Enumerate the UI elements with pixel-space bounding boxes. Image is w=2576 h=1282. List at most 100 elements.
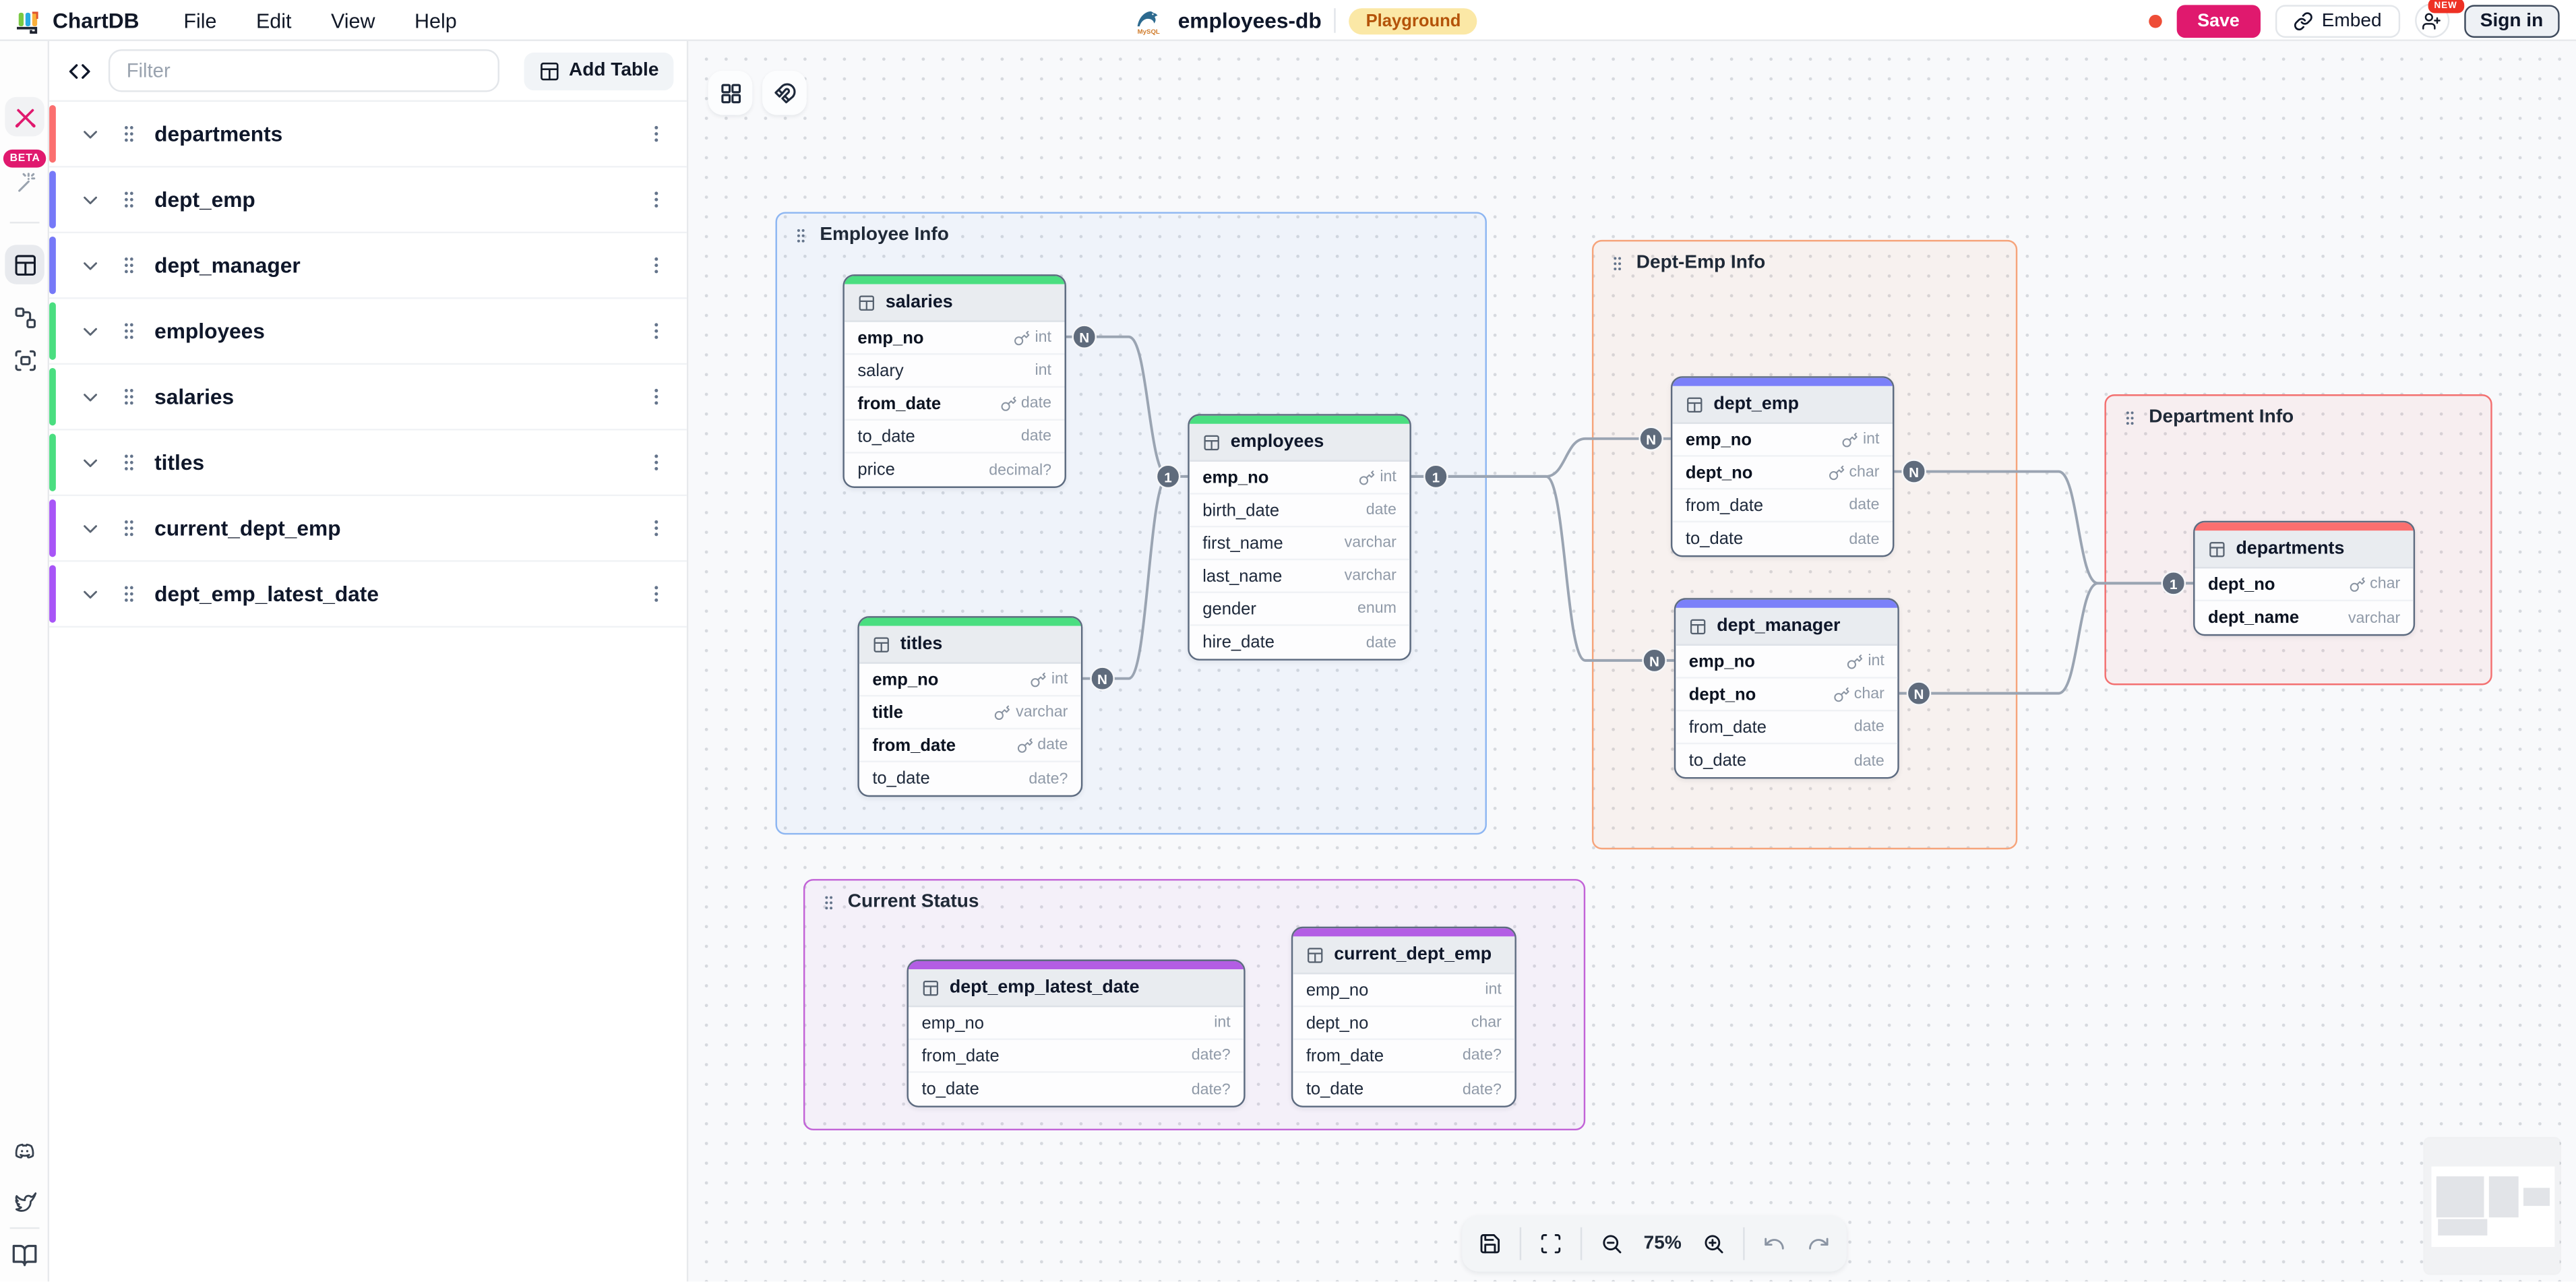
magic-wand-icon[interactable] <box>11 168 38 194</box>
table-node-header[interactable]: departments <box>2195 530 2414 569</box>
signin-button[interactable]: Sign in <box>2463 4 2560 37</box>
field-name: title <box>872 702 903 723</box>
menu-file[interactable]: File <box>183 9 217 32</box>
field-type: date <box>1020 427 1051 446</box>
invite-user-button[interactable]: NEW <box>2414 0 2464 38</box>
field-name: emp_no <box>1202 467 1269 487</box>
chevron-down-icon[interactable] <box>79 582 102 605</box>
docs-book-icon[interactable] <box>11 1242 38 1269</box>
kebab-menu-icon[interactable] <box>646 189 667 210</box>
kebab-menu-icon[interactable] <box>646 386 667 408</box>
kebab-menu-icon[interactable] <box>646 518 667 539</box>
kebab-menu-icon[interactable] <box>646 255 667 276</box>
minimap[interactable] <box>2424 1138 2560 1274</box>
field-type: date <box>1849 530 1880 548</box>
zoom-level-label: 75% <box>1643 1233 1682 1254</box>
fit-view-button[interactable] <box>1531 1224 1571 1264</box>
table-color-strip <box>859 617 1081 626</box>
table-list-item-salaries[interactable]: salaries <box>49 365 687 431</box>
field-type: int <box>1380 468 1397 487</box>
field-name: from_date <box>857 393 942 414</box>
field-type: date? <box>1462 1046 1502 1065</box>
table-list-item-dept_manager[interactable]: dept_manager <box>49 233 687 299</box>
table-list-item-titles[interactable]: titles <box>49 430 687 497</box>
diagram-name[interactable]: employees-db <box>1177 8 1322 33</box>
drag-handle-icon[interactable] <box>119 583 140 605</box>
chevron-down-icon[interactable] <box>79 517 102 540</box>
table-color-strip <box>1676 599 1898 608</box>
zoom-in-button[interactable] <box>1694 1224 1734 1264</box>
drag-handle-icon[interactable] <box>1608 254 1626 272</box>
drag-handle-icon[interactable] <box>119 320 140 342</box>
field-name: to_date <box>1685 528 1744 549</box>
kebab-menu-icon[interactable] <box>646 583 667 605</box>
field-type: date? <box>1191 1080 1231 1099</box>
areas-panel-icon[interactable] <box>11 346 38 373</box>
add-table-button[interactable]: Add Table <box>524 51 674 90</box>
kebab-menu-icon[interactable] <box>646 123 667 145</box>
chevron-down-icon[interactable] <box>79 451 102 474</box>
filter-input[interactable] <box>108 49 499 92</box>
drag-handle-icon[interactable] <box>119 518 140 539</box>
table-list-item-dept_emp_latest_date[interactable]: dept_emp_latest_date <box>49 561 687 628</box>
undo-button[interactable] <box>1754 1224 1794 1264</box>
snap-magnet-button[interactable] <box>762 70 807 115</box>
menu-view[interactable]: View <box>331 9 375 32</box>
save-button[interactable]: Save <box>2176 4 2261 37</box>
table-node-header[interactable]: dept_emp <box>1672 386 1893 424</box>
table-node-header[interactable]: current_dept_emp <box>1293 936 1515 975</box>
kebab-menu-icon[interactable] <box>646 452 667 473</box>
twitter-icon[interactable] <box>11 1188 38 1214</box>
kebab-menu-icon[interactable] <box>646 320 667 342</box>
drag-handle-icon[interactable] <box>119 189 140 210</box>
relationships-panel-icon[interactable] <box>11 304 38 330</box>
code-view-icon[interactable] <box>63 54 96 87</box>
chevron-down-icon[interactable] <box>79 188 102 211</box>
drag-handle-icon[interactable] <box>792 226 810 244</box>
drag-handle-icon[interactable] <box>119 123 140 145</box>
table-node-header[interactable]: titles <box>859 625 1081 664</box>
chevron-down-icon[interactable] <box>79 254 102 277</box>
chevron-down-icon[interactable] <box>79 123 102 146</box>
zoom-out-button[interactable] <box>1592 1224 1632 1264</box>
redo-button[interactable] <box>1799 1224 1839 1264</box>
table-list-item-departments[interactable]: departments <box>49 102 687 168</box>
arrange-grid-button[interactable] <box>708 70 753 115</box>
table-node-header[interactable]: dept_emp_latest_date <box>908 969 1244 1008</box>
field-type: date <box>1853 752 1884 770</box>
chevron-down-icon[interactable] <box>79 386 102 408</box>
drag-handle-icon[interactable] <box>820 893 838 911</box>
save-diagram-button[interactable] <box>1471 1224 1510 1264</box>
table-node-header[interactable]: dept_manager <box>1676 607 1898 646</box>
drag-handle-icon[interactable] <box>119 386 140 408</box>
drag-handle-icon[interactable] <box>119 452 140 473</box>
editor-tool-button[interactable] <box>5 96 44 137</box>
menu-help[interactable]: Help <box>415 9 457 32</box>
embed-button[interactable]: Embed <box>2275 4 2400 37</box>
table-list-item-employees[interactable]: employees <box>49 299 687 365</box>
discord-icon[interactable] <box>11 1138 38 1165</box>
menu-edit[interactable]: Edit <box>255 9 292 32</box>
table-list-item-current_dept_emp[interactable]: current_dept_emp <box>49 496 687 562</box>
chevron-down-icon[interactable] <box>79 319 102 342</box>
field-name: from_date <box>1685 495 1764 516</box>
primary-key-icon <box>1000 395 1016 411</box>
table-list-item-dept_emp[interactable]: dept_emp <box>49 167 687 234</box>
tables-panel-button[interactable] <box>5 245 44 284</box>
table-node-header[interactable]: employees <box>1189 423 1410 462</box>
drag-handle-icon[interactable] <box>119 255 140 276</box>
table-node-header[interactable]: salaries <box>844 284 1065 322</box>
drag-handle-icon[interactable] <box>2121 408 2139 427</box>
